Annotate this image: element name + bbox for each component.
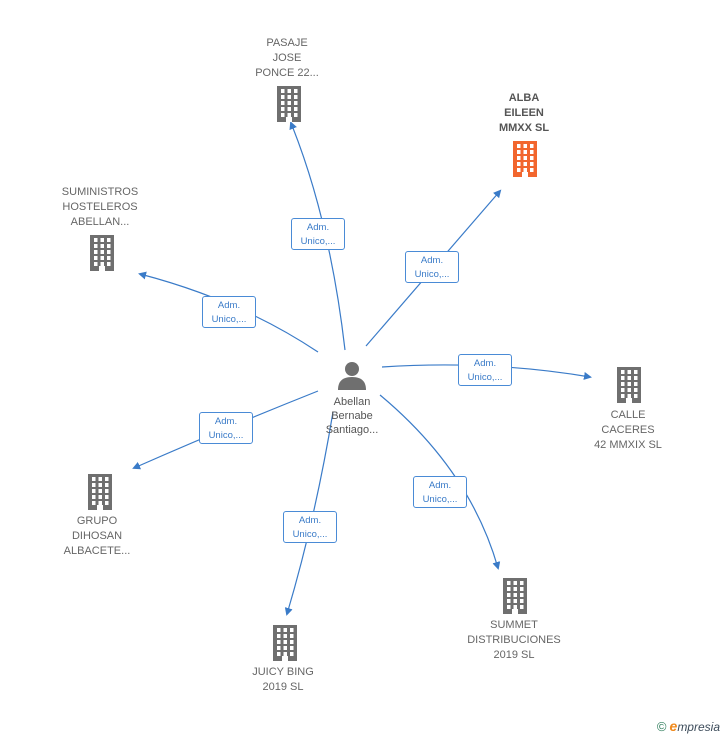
brand-logo: © empresia [657, 718, 720, 734]
building-icon[interactable] [615, 367, 643, 403]
relation-label-suministros[interactable]: Adm. Unico,... [202, 296, 256, 328]
center-person-label[interactable]: Abellan Bernabe Santiago... [325, 396, 379, 436]
building-icon[interactable] [275, 86, 303, 122]
company-label-suministros[interactable]: SUMINISTROS HOSTELEROS ABELLAN... [61, 186, 139, 228]
building-icon[interactable] [501, 578, 529, 614]
person-icon[interactable] [336, 359, 368, 391]
relation-label-grupo[interactable]: Adm. Unico,... [199, 412, 253, 444]
company-label-grupo[interactable]: GRUPO DIHOSAN ALBACETE... [63, 515, 131, 557]
copyright-symbol: © [656, 718, 667, 734]
company-label-alba[interactable]: ALBA EILEEN MMXX SL [498, 92, 550, 134]
building-icon[interactable] [86, 474, 114, 510]
relation-label-juicy[interactable]: Adm. Unico,... [283, 511, 337, 543]
relation-label-alba[interactable]: Adm. Unico,... [405, 251, 459, 283]
brand-initial: e [669, 718, 678, 734]
edge-summet [379, 394, 501, 570]
building-icon[interactable] [88, 235, 116, 271]
relation-label-summet[interactable]: Adm. Unico,... [413, 476, 467, 508]
company-label-calle[interactable]: CALLE CACERES 42 MMXIX SL [594, 409, 662, 451]
company-label-juicy[interactable]: JUICY BING 2019 SL [252, 666, 314, 693]
relation-label-calle[interactable]: Adm. Unico,... [458, 354, 512, 386]
company-label-pasaje[interactable]: PASAJE JOSE PONCE 22... [255, 37, 319, 79]
building-icon[interactable] [271, 625, 299, 661]
company-label-summet[interactable]: SUMMET DISTRIBUCIONES 2019 SL [467, 619, 561, 661]
building-icon[interactable] [511, 141, 539, 177]
relation-label-pasaje[interactable]: Adm. Unico,... [291, 218, 345, 250]
brand-name: mpresia [677, 720, 720, 734]
